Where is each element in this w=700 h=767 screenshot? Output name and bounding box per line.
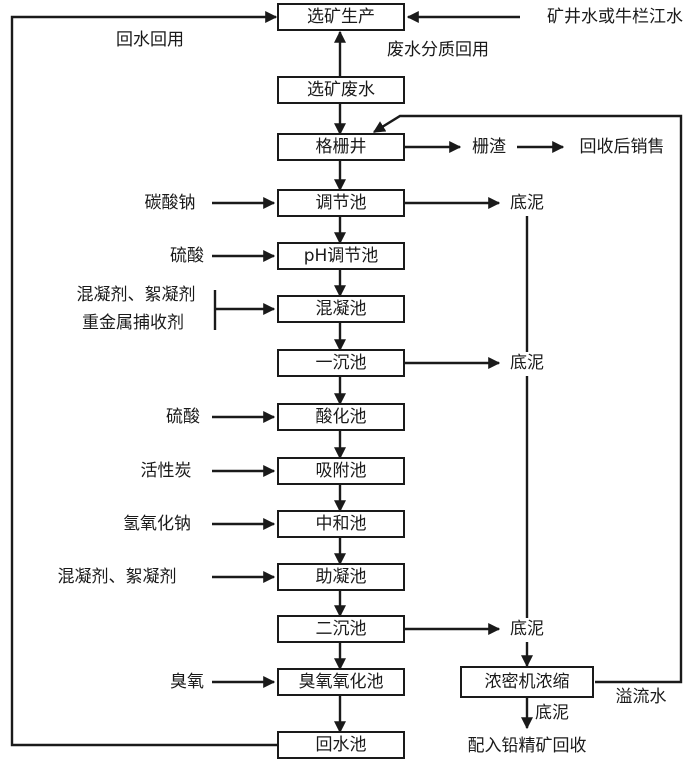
label-sodium-hydroxide: 氢氧化钠 [123, 514, 191, 534]
node-n4: 调节池 [277, 189, 405, 217]
node-n8: 酸化池 [277, 403, 405, 431]
node-n12: 二沉池 [277, 615, 405, 643]
node-n14-label: 回水池 [316, 735, 367, 755]
node-n15: 浓密机浓缩 [460, 666, 594, 698]
node-n15-label: 浓密机浓缩 [485, 672, 570, 692]
node-n7: 一沉池 [277, 349, 405, 377]
node-n8-label: 酸化池 [316, 407, 367, 427]
label-coagulant-2: 混凝剂、絮凝剂 [58, 567, 177, 587]
label-recycle: 回水回用 [116, 30, 184, 50]
node-n1: 选矿生产 [277, 3, 405, 31]
node-n7-label: 一沉池 [316, 353, 367, 373]
node-n5-label: pH调节池 [304, 246, 379, 266]
label-sulfuric-acid-2: 硫酸 [166, 407, 200, 427]
node-n13: 臭氧氧化池 [277, 668, 405, 696]
node-n9: 吸附池 [277, 457, 405, 485]
node-n3-label: 格栅井 [316, 137, 367, 157]
label-screenings: 栅渣 [472, 137, 506, 157]
edge-n14-n1-recycle [10, 11, 278, 747]
node-n4-label: 调节池 [316, 193, 367, 213]
node-n6-label: 混凝池 [316, 299, 367, 319]
node-n9-label: 吸附池 [316, 461, 367, 481]
node-n12-label: 二沉池 [316, 619, 367, 639]
label-sodium-carbonate: 碳酸钠 [145, 193, 196, 213]
label-sludge-3: 底泥 [510, 619, 544, 639]
label-waste-split: 废水分质回用 [387, 40, 489, 60]
node-n2: 选矿废水 [277, 76, 405, 104]
node-n11: 助凝池 [277, 563, 405, 591]
label-activated-carbon: 活性炭 [141, 461, 192, 481]
node-n3: 格栅井 [277, 133, 405, 161]
label-screenings-dest: 回收后销售 [580, 137, 665, 157]
label-sludge-1: 底泥 [510, 193, 544, 213]
label-ozone: 臭氧 [170, 672, 204, 692]
node-n2-label: 选矿废水 [307, 80, 375, 100]
label-sulfuric-acid-1: 硫酸 [170, 246, 204, 266]
label-coagulant-1: 混凝剂、絮凝剂 [77, 285, 196, 305]
label-sludge-2: 底泥 [510, 353, 544, 373]
label-sludge-4: 底泥 [535, 703, 569, 723]
node-n10-label: 中和池 [316, 514, 367, 534]
node-n14: 回水池 [277, 731, 405, 759]
node-n13-label: 臭氧氧化池 [299, 672, 384, 692]
label-final-dest: 配入铅精矿回收 [468, 736, 587, 756]
node-n6: 混凝池 [277, 295, 405, 323]
node-n10: 中和池 [277, 510, 405, 538]
edge-n15-overflow-n3 [372, 114, 683, 684]
label-overflow: 溢流水 [616, 687, 667, 707]
label-heavy-metal-agent: 重金属捕收剂 [82, 313, 184, 333]
node-n5: pH调节池 [277, 242, 405, 270]
node-n11-label: 助凝池 [316, 567, 367, 587]
node-n1-label: 选矿生产 [307, 7, 375, 27]
label-source: 矿井水或牛栏江水 [547, 7, 683, 27]
